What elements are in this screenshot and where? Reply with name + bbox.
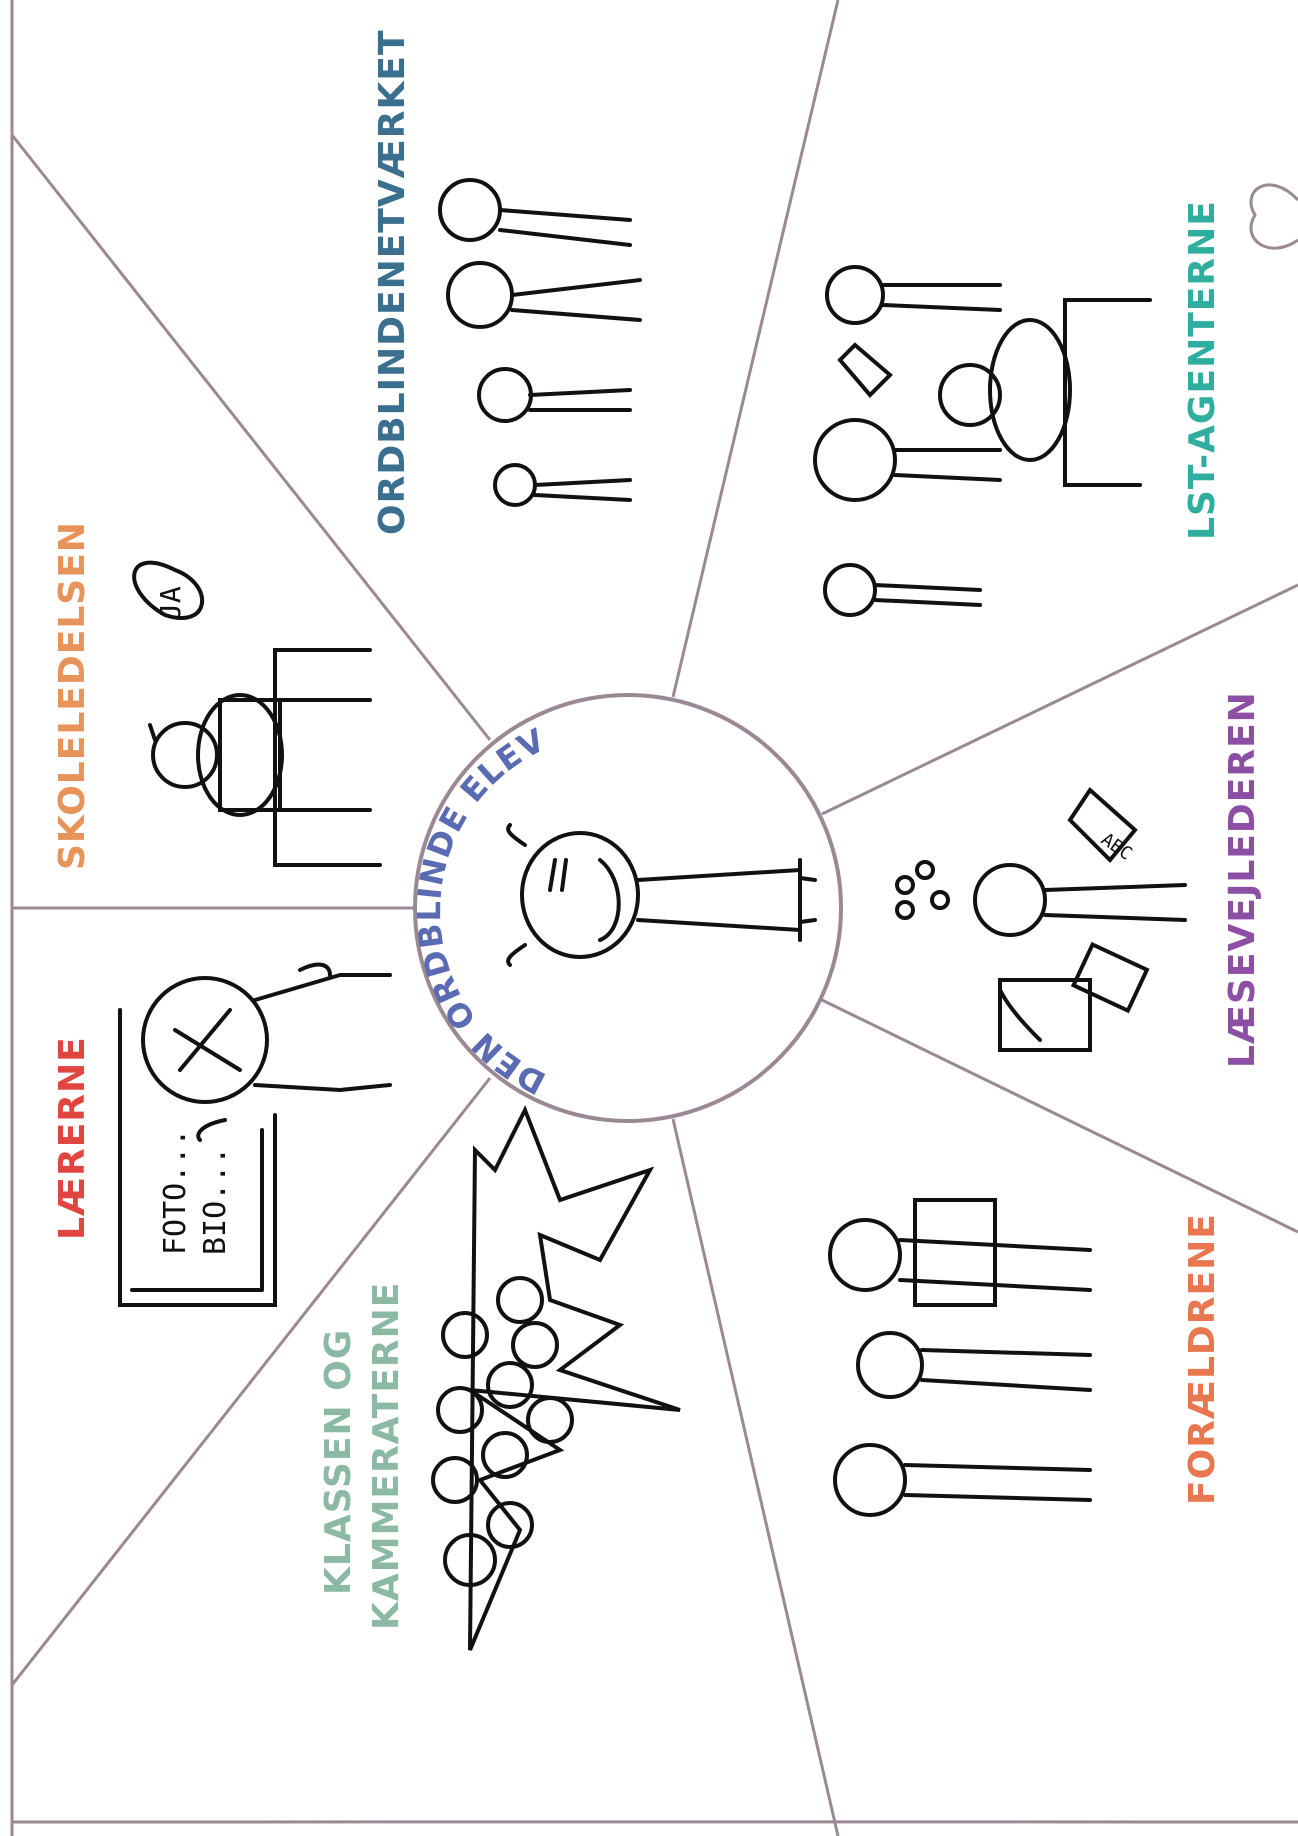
student-figure — [506, 823, 817, 967]
network-group-drawing — [438, 178, 642, 507]
reading-guide-drawing: ABC — [895, 786, 1187, 1052]
label-lst-agenterne: LST-AGENTERNE — [1182, 200, 1223, 540]
lst-agents-drawing — [813, 265, 1152, 617]
heart-decoration — [1249, 183, 1298, 250]
label-foraeldrene: FORÆLDRENE — [1182, 1213, 1223, 1505]
speech-text: JA — [154, 586, 187, 620]
label-ordblindenetvaerket: ORDBLINDENETVÆRKET — [372, 29, 413, 535]
label-skoleledelsen: SKOLELEDELSEN — [52, 521, 93, 870]
center-circle — [413, 693, 843, 1123]
class-drawing — [431, 1105, 681, 1651]
parents-drawing — [828, 1198, 1092, 1517]
label-laesevejlederen: LÆSEVEJLEDEREN — [1222, 691, 1263, 1068]
board-text-1: FOTO... — [158, 1129, 193, 1255]
divider-lines — [10, 0, 1298, 1836]
page-frame — [10, 0, 1298, 1836]
label-klassen-line2: KAMMERATERNE — [366, 1282, 407, 1630]
board-text-2: BIO... — [198, 1147, 233, 1255]
label-klassen-line1: KLASSEN OG — [318, 1329, 359, 1595]
leader-drawing: JA — [132, 560, 382, 867]
teacher-drawing: FOTO... BIO... — [118, 962, 392, 1307]
label-laererne: LÆRERNE — [52, 1036, 93, 1240]
